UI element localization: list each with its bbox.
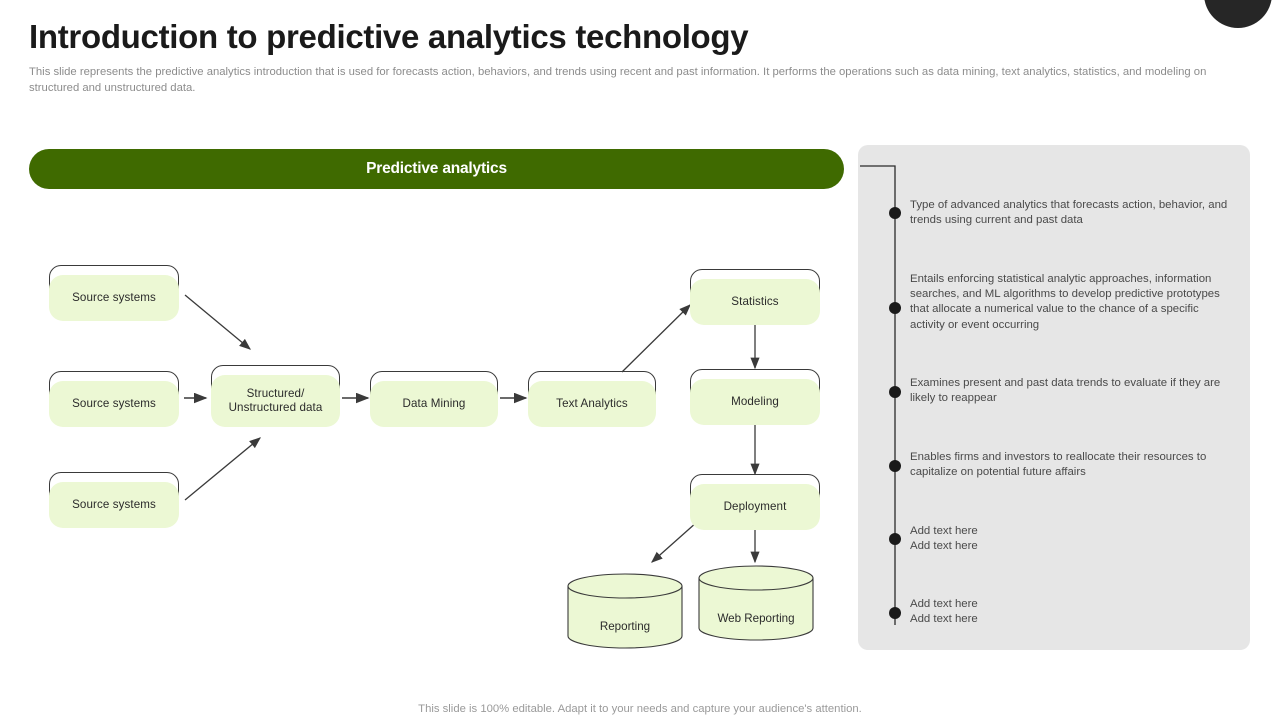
- node-label: Deployment: [723, 500, 787, 513]
- node-body: Source systems: [49, 275, 179, 321]
- info-panel: [858, 145, 1250, 650]
- datastore-label: Web Reporting: [717, 612, 795, 625]
- page-subtitle: This slide represents the predictive ana…: [29, 66, 1207, 94]
- arrow-textanalytics-to-statistics: [621, 304, 691, 373]
- node-body: Source systems: [49, 381, 179, 427]
- info-item-5-line-1: Add text here: [910, 525, 978, 537]
- node-statistics[interactable]: Statistics: [690, 269, 820, 325]
- node-source-systems-3[interactable]: Source systems: [49, 472, 179, 528]
- cylinder-shape: [567, 573, 683, 649]
- node-body: Deployment: [690, 484, 820, 530]
- node-deployment[interactable]: Deployment: [690, 474, 820, 530]
- info-item-4: Enables firms and investors to reallocat…: [910, 451, 1207, 479]
- node-body: Statistics: [690, 279, 820, 325]
- node-label: Source systems: [72, 291, 156, 304]
- cylinder-shape: [698, 565, 814, 641]
- footer-note: This slide is 100% editable. Adapt it to…: [418, 703, 862, 715]
- node-modeling[interactable]: Modeling: [690, 369, 820, 425]
- node-label: Statistics: [731, 295, 779, 308]
- info-item-6-line-1: Add text here: [910, 598, 978, 610]
- info-item-2: Entails enforcing statistical analytic a…: [910, 273, 1220, 331]
- datastore-web-reporting[interactable]: Web Reporting: [698, 565, 814, 641]
- banner-label: Predictive analytics: [366, 160, 507, 177]
- predictive-analytics-flow-diagram: Source systems Source systems Source sys…: [49, 265, 820, 649]
- node-label: Text Analytics: [556, 397, 628, 410]
- node-body: Source systems: [49, 482, 179, 528]
- info-item-5-line-2: Add text here: [910, 540, 978, 553]
- node-data-mining[interactable]: Data Mining: [370, 371, 498, 427]
- node-text-analytics[interactable]: Text Analytics: [528, 371, 656, 427]
- node-label: Source systems: [72, 498, 156, 511]
- node-label: Source systems: [72, 397, 156, 410]
- datastore-reporting[interactable]: Reporting: [567, 573, 683, 649]
- node-body: Data Mining: [370, 381, 498, 427]
- corner-decoration: [1204, 0, 1272, 28]
- arrow-source3-to-structured: [184, 437, 262, 501]
- node-body: Text Analytics: [528, 381, 656, 427]
- page-title: Introduction to predictive analytics tec…: [29, 18, 749, 55]
- node-body: Structured/ Unstructured data: [211, 375, 340, 427]
- node-structured-unstructured-data[interactable]: Structured/ Unstructured data: [211, 365, 340, 427]
- node-label-line-2: Unstructured data: [228, 401, 323, 414]
- predictive-analytics-banner: Predictive analytics: [29, 149, 844, 189]
- node-label-line-1: Structured/: [246, 387, 305, 400]
- info-item-3: Examines present and past data trends to…: [910, 377, 1221, 405]
- node-body: Modeling: [690, 379, 820, 425]
- node-source-systems-2[interactable]: Source systems: [49, 371, 179, 427]
- info-item-1: Type of advanced analytics that forecast…: [910, 199, 1228, 227]
- datastore-label: Reporting: [599, 620, 651, 633]
- node-label: Modeling: [731, 395, 779, 408]
- node-source-systems-1[interactable]: Source systems: [49, 265, 179, 321]
- info-item-5: Add text here Add text here: [910, 524, 1235, 554]
- info-item-6-line-2: Add text here: [910, 613, 978, 626]
- info-item-6: Add text here Add text here: [910, 597, 1235, 627]
- arrow-source1-to-structured: [184, 294, 251, 350]
- node-label: Data Mining: [402, 397, 466, 410]
- node-label: Structured/ Unstructured data: [225, 387, 327, 415]
